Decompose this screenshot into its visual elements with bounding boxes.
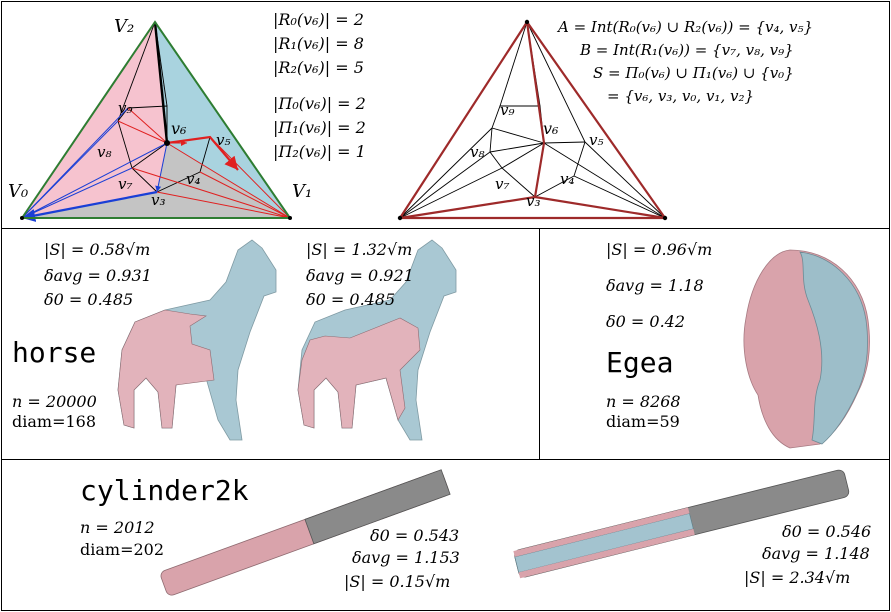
cylinder-right-davg: δavg = 1.148 <box>762 544 870 563</box>
cylinder-diam: diam=202 <box>80 540 164 559</box>
cylinder-left-davg: δavg = 1.153 <box>352 548 460 567</box>
cylinder-title: cylinder2k <box>80 474 249 507</box>
cylinder-right-d0: δ0 = 0.546 <box>782 522 871 541</box>
cylinder-left-d0: δ0 = 0.543 <box>370 526 459 545</box>
cylinder-right-S: |S| = 2.34√m <box>744 568 850 587</box>
cylinder-left-S: |S| = 0.15√m <box>344 572 450 591</box>
cylinder-n: n = 2012 <box>80 518 155 537</box>
